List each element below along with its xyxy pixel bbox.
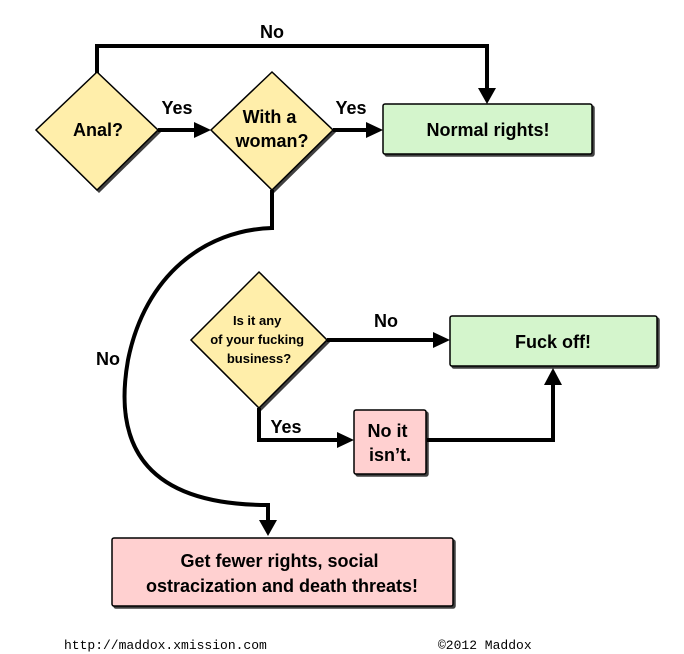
- footer-copyright: ©2012 Maddox: [438, 638, 532, 653]
- arrowheads: [194, 88, 562, 536]
- edge-isnt-fuckoff: [427, 382, 555, 442]
- outcome-fuck-off-label: Fuck off!: [515, 332, 591, 352]
- connectors: [95, 44, 555, 524]
- decision-woman-label: With a woman?: [234, 107, 308, 151]
- decision-anal-label: Anal?: [73, 120, 123, 140]
- outcome-normal-rights-label: Normal rights!: [426, 120, 549, 140]
- footer-url: http://maddox.xmission.com: [64, 638, 267, 653]
- arrowhead-woman-yes: [366, 122, 383, 138]
- edge-business-yes: [257, 408, 340, 442]
- diamond-shape: [209, 70, 335, 192]
- edge-label-anal-yes: Yes: [161, 98, 192, 118]
- outcome-normal-rights: [382, 103, 593, 155]
- box-shape: [353, 409, 427, 475]
- decision-business-label: Is it any of your fucking business?: [210, 313, 308, 366]
- decision-woman: [209, 70, 335, 192]
- edge-anal-no: [95, 44, 489, 92]
- edge-label-business-yes: Yes: [270, 417, 301, 437]
- outcome-fewer-rights: [111, 537, 454, 607]
- box-shape: [382, 103, 593, 155]
- edge-label-business-no: No: [374, 311, 398, 331]
- edge-label-woman-no: No: [96, 349, 120, 369]
- diamond-shape: [189, 270, 329, 410]
- decision-anal: [34, 70, 160, 192]
- edge-label-woman-yes: Yes: [335, 98, 366, 118]
- edge-woman-no: [122, 190, 274, 524]
- arrowhead-anal-no: [478, 88, 496, 104]
- outcome-no-it-isnt: [353, 409, 427, 475]
- diamond-shape: [34, 70, 160, 192]
- edge-label-anal-no: No: [260, 22, 284, 42]
- outcome-fewer-rights-label: Get fewer rights, social ostracization a…: [146, 551, 418, 596]
- outcome-no-it-isnt-label: No it isn’t.: [367, 421, 412, 465]
- outcome-fuck-off: [449, 315, 658, 367]
- arrowhead-isnt-fuckoff: [544, 368, 562, 385]
- arrowhead-business-yes: [337, 432, 354, 448]
- arrowhead-anal-yes: [194, 122, 211, 138]
- box-shape: [111, 537, 454, 607]
- decision-business: [189, 270, 329, 410]
- arrowhead-woman-no: [259, 520, 277, 536]
- arrowhead-business-no: [433, 332, 450, 348]
- box-shape: [449, 315, 658, 367]
